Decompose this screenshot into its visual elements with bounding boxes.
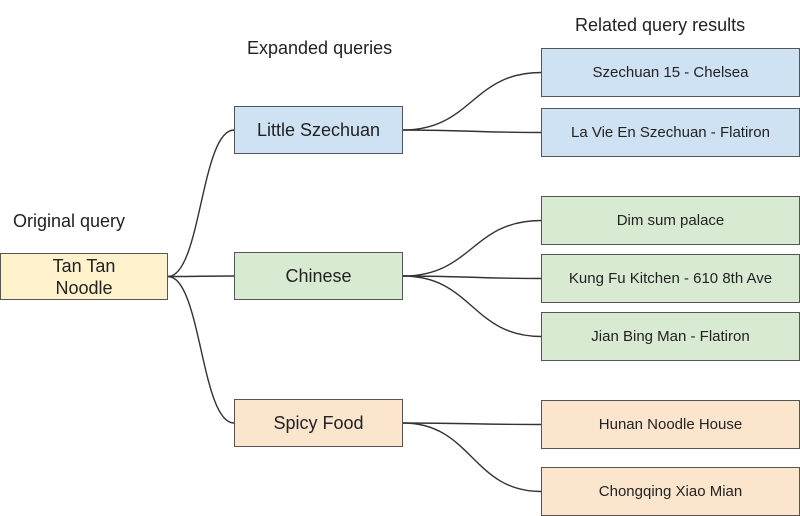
result-label: Dim sum palace (616, 212, 725, 229)
connector-original-to-expanded (167, 275, 235, 278)
expanded-query-label: Chinese (285, 265, 352, 286)
result-chongqing-xiao-mian: Chongqing Xiao Mian (541, 467, 800, 516)
result-dim-sum-palace: Dim sum palace (541, 196, 800, 245)
expanded-query-label: Little Szechuan (256, 119, 381, 140)
result-la-vie-en-szechuan: La Vie En Szechuan - Flatiron (541, 108, 800, 157)
result-label: Kung Fu Kitchen - 610 8th Ave (568, 270, 773, 287)
result-label: La Vie En Szechuan - Flatiron (570, 124, 770, 141)
original-query-line1: Tan Tan (52, 255, 116, 276)
result-jian-bing-man: Jian Bing Man - Flatiron (541, 312, 800, 361)
connector-expanded-to-result (402, 422, 542, 426)
connector-expanded-to-result (402, 219, 542, 277)
connector-expanded-to-result (402, 71, 542, 131)
connector-expanded-to-result (402, 275, 542, 280)
expanded-query-chinese: Chinese (234, 252, 403, 300)
original-query-node: Tan Tan Noodle (0, 253, 168, 300)
heading-related-results: Related query results (575, 15, 746, 35)
result-label: Jian Bing Man - Flatiron (591, 328, 750, 345)
result-label: Chongqing Xiao Mian (598, 483, 743, 500)
connector-expanded-to-result (402, 422, 542, 493)
original-query-line2: Noodle (55, 277, 113, 298)
connector-expanded-to-result (402, 129, 542, 134)
heading-expanded-queries: Expanded queries (247, 38, 393, 58)
connector-expanded-to-result (402, 275, 542, 338)
expanded-query-spicy-food: Spicy Food (234, 399, 403, 447)
result-label: Szechuan 15 - Chelsea (592, 64, 749, 81)
result-hunan-noodle-house: Hunan Noodle House (541, 400, 800, 449)
connector-original-to-expanded (167, 129, 235, 278)
expanded-query-label: Spicy Food (273, 412, 364, 433)
connector-original-to-expanded (167, 275, 235, 424)
result-label: Hunan Noodle House (598, 416, 743, 433)
heading-original-query: Original query (13, 211, 126, 231)
result-szechuan-15: Szechuan 15 - Chelsea (541, 48, 800, 97)
result-kung-fu-kitchen: Kung Fu Kitchen - 610 8th Ave (541, 254, 800, 303)
expanded-query-little-szechuan: Little Szechuan (234, 106, 403, 154)
